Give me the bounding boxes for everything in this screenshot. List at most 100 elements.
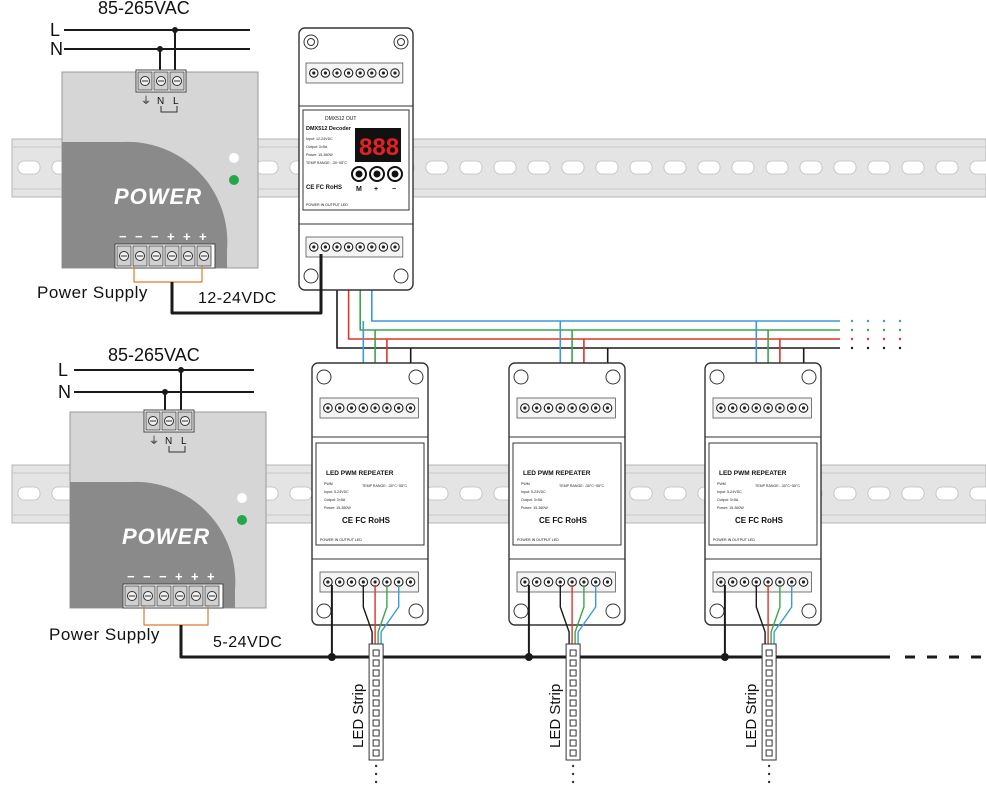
input-terminal-label: L [181, 436, 187, 447]
rail-slot [17, 486, 41, 501]
screw-center [397, 406, 401, 410]
output-terminal-label: − [127, 569, 135, 584]
rail-slot [629, 486, 653, 501]
screw-center [347, 71, 351, 75]
screw-center [358, 245, 362, 249]
psu-power-label: POWER [114, 184, 202, 209]
rail-slot [425, 160, 449, 175]
continuation-dot [898, 346, 902, 350]
led-chip [765, 669, 773, 677]
repeater-bottom-labels: POWER IN OUTPUT LED [713, 538, 755, 542]
led-chip [372, 659, 380, 667]
screw-center [731, 406, 735, 410]
strip-wire [770, 585, 781, 644]
decoder-title: DMX512 Decoder [306, 126, 352, 132]
rail-slot [935, 160, 959, 175]
input-terminal-label: ⏚ [141, 95, 151, 107]
mount-hole [316, 369, 332, 385]
led-chip [372, 739, 380, 747]
screw-center [582, 580, 586, 584]
line-n-label: N [50, 39, 63, 59]
screw-center [349, 406, 354, 410]
continuation-dot [571, 772, 575, 776]
screw-center [801, 580, 806, 584]
rail-slot [833, 486, 857, 501]
screw-center [742, 406, 747, 410]
screw-center [558, 580, 562, 584]
led-strip-label: LED Strip [547, 684, 564, 748]
continuation-dot [571, 764, 575, 768]
screw-center [731, 580, 735, 584]
rail-slot [663, 160, 687, 175]
repeater-label-panel [315, 442, 425, 546]
mount-hole [709, 603, 725, 619]
screw-center [381, 245, 385, 249]
rail-slot [595, 160, 619, 175]
psu-bottom-caption: Power Supply [49, 625, 160, 644]
rail-slot [731, 160, 755, 175]
led-chip [569, 739, 577, 747]
led-chip [765, 659, 773, 667]
mount-hole [513, 603, 529, 619]
repeater-top-terminals-block [516, 397, 616, 419]
continuation-dot [767, 780, 771, 784]
mains-top: 85-265VAC L N [50, 0, 250, 73]
decoder-spec-line: Power: 15-360W [306, 153, 333, 157]
led-chip [569, 749, 577, 757]
led-chip [569, 729, 577, 737]
screw-center [408, 406, 413, 410]
repeater-temp: TEMP RANGE: -30°C~55°C [362, 484, 407, 488]
repeater-top-terminals-block [712, 397, 812, 419]
repeater-spec-line: Power: 15-360W [717, 506, 744, 510]
continuation-dot [866, 346, 870, 350]
continuation-dot [850, 328, 854, 332]
strip-wire [362, 585, 373, 644]
psu-indicator-white [229, 153, 239, 163]
screw-center [361, 580, 365, 584]
line-l-label: L [58, 360, 68, 380]
led-chip [765, 709, 773, 717]
screw-center [385, 406, 389, 410]
repeater-spec-line: PWM [521, 482, 530, 486]
repeater-label-panel [708, 442, 818, 546]
screw-center [719, 580, 723, 584]
input-terminal-label: N [157, 96, 164, 107]
screw-center [778, 580, 782, 584]
rail-slot [459, 160, 483, 175]
screw-center [381, 71, 385, 75]
power-wiring [133, 254, 981, 661]
led-chip [765, 719, 773, 727]
rail-slot [663, 486, 687, 501]
screw-center [370, 245, 374, 249]
mount-hole [303, 268, 319, 284]
screw-center [338, 580, 342, 584]
screw-center [397, 580, 401, 584]
repeater-certs: CE FC RoHS [342, 516, 391, 525]
continuation-dot [767, 764, 771, 768]
led-chip [372, 729, 380, 737]
repeater-spec-line: Output: 3×5A [521, 498, 543, 502]
repeater-spec-line: Output: 3×5A [717, 498, 739, 502]
led-chip [569, 659, 577, 667]
input-terminal-label: L [173, 96, 179, 107]
continuation-dot [866, 319, 870, 323]
rail-slot [867, 160, 891, 175]
led-chip [765, 739, 773, 747]
screw-center [338, 406, 342, 410]
repeater-label-panel [512, 442, 622, 546]
screw-center [326, 580, 330, 584]
repeater-top-terminals-block [319, 397, 419, 419]
repeater-spec-line: PWM [717, 482, 726, 486]
repeater-bottom-terminals-block [712, 571, 812, 593]
screw-center [312, 245, 316, 249]
psu-indicator-white [237, 493, 247, 503]
mount-hole-inner [397, 38, 405, 46]
repeater-bottom-labels: POWER IN OUTPUT LED [517, 538, 559, 542]
led-chip [569, 709, 577, 717]
continuation-dot [898, 328, 902, 332]
continuation-dot [850, 319, 854, 323]
dc-bus-wire [179, 625, 890, 659]
